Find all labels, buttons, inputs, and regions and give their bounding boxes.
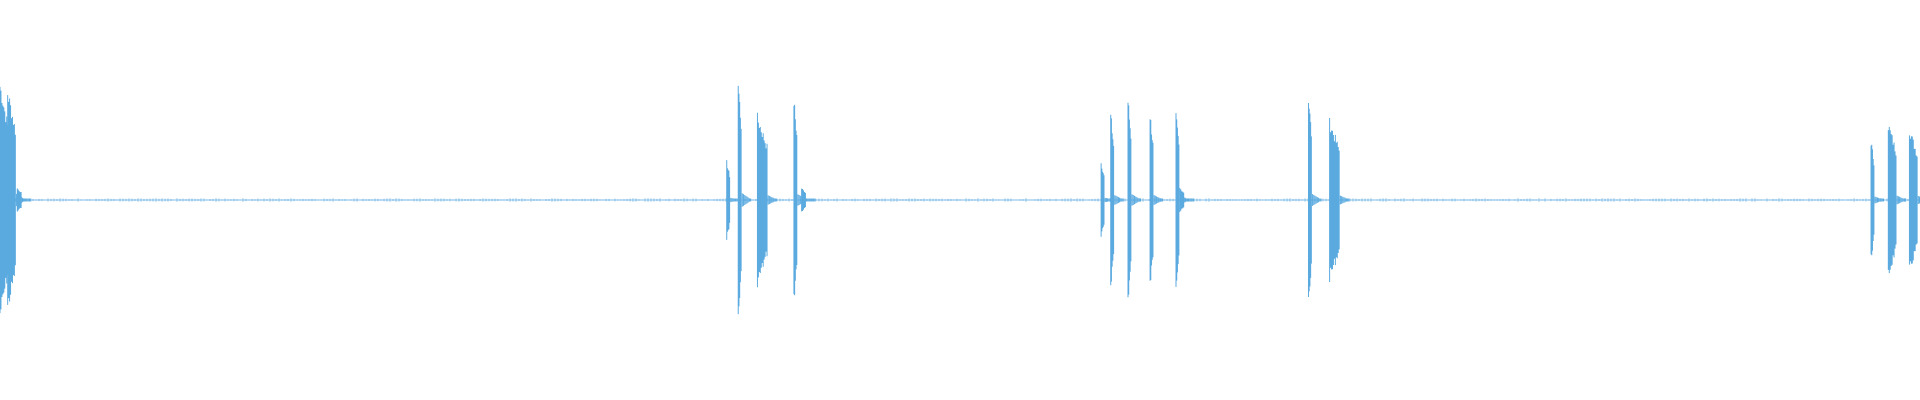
waveform-burst <box>1887 126 1907 274</box>
waveform-noise-floor <box>0 198 1918 202</box>
waveform-bursts <box>0 85 1920 315</box>
